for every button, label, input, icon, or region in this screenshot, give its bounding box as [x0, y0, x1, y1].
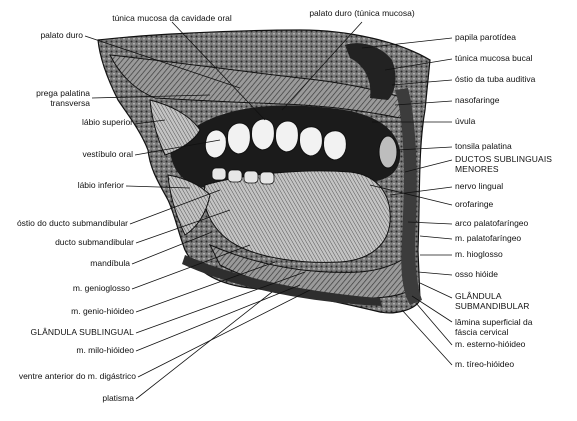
leader-line: [125, 185, 191, 189]
leader-line: [135, 284, 301, 352]
palatine-tonsil: [378, 135, 398, 169]
label-vestibulo-oral: vestíbulo oral: [82, 149, 133, 159]
label-palato-duro: palato duro: [40, 30, 83, 40]
leader-line: [417, 271, 453, 276]
leader-line: [84, 35, 241, 89]
tooth: [299, 126, 323, 157]
label-mandibula: mandíbula: [90, 258, 130, 268]
leader-line: [419, 282, 453, 299]
label-arco-palatofaringeo: arco palatofaríngeo: [455, 218, 529, 228]
label-labio-inferior: lábio inferior: [77, 180, 124, 190]
label-ostio-ducto-submandibular: óstio do ducto submandibular: [16, 218, 128, 228]
lower-teeth: [211, 167, 275, 185]
label-ventre-anterior-m-digastrico: ventre anterior do m. digástrico: [18, 371, 136, 381]
tooth: [204, 129, 227, 159]
label-m-tireo-hioideo: m. tíreo-hióideo: [455, 359, 515, 369]
leader-line: [131, 244, 251, 290]
tooth: [227, 169, 243, 183]
leader-line: [404, 159, 453, 173]
head-outline: [97, 29, 431, 314]
leader-line: [129, 189, 221, 225]
leader-line: [281, 21, 363, 111]
tooth: [211, 167, 227, 181]
label-m-genioglosso: m. genioglosso: [72, 283, 130, 293]
label-tunica-mucosa-bucal: túnica mucosa bucal: [455, 53, 533, 63]
label-nervo-lingual: nervo lingual: [455, 181, 504, 191]
tongue: [203, 170, 391, 263]
label-m-genio-hioideo: m. genio-hióideo: [71, 306, 134, 316]
leader-lines: [84, 21, 453, 400]
leader-line: [391, 79, 453, 86]
upper-lip: [149, 99, 201, 156]
label-prega-palatina-transversa: prega palatina transversa: [36, 88, 90, 108]
upper-teeth: [204, 118, 347, 161]
label-nasofaringe: nasofaringe: [455, 95, 500, 105]
label-m-esterno-hioideo: m. esterno-hióideo: [455, 339, 526, 349]
label-labio-superior: lábio superior: [81, 117, 133, 127]
leader-line: [134, 119, 166, 125]
leader-line: [171, 21, 266, 121]
label-glandula-sublingual: GLÂNDULA SUBLINGUAL: [30, 327, 134, 337]
pharynx: [395, 88, 422, 305]
label-m-hioglosso: m. hioglosso: [455, 249, 503, 259]
leader-line: [135, 209, 231, 244]
leader-line: [384, 58, 453, 71]
leader-line: [135, 291, 273, 400]
leader-line: [394, 100, 453, 106]
leader-line: [389, 186, 453, 196]
leader-line: [401, 309, 453, 366]
label-ducto-submandibular: ducto submandibular: [55, 237, 134, 247]
label-platisma: platisma: [102, 393, 134, 403]
leader-line: [135, 271, 306, 334]
leader-line: [135, 261, 276, 313]
lower-lip: [167, 174, 211, 236]
leader-line: [131, 231, 213, 265]
tooth: [251, 118, 275, 151]
tooth: [259, 171, 275, 185]
leader-line: [415, 302, 453, 346]
tooth: [275, 120, 299, 153]
label-orofaringe: orofaringe: [455, 199, 494, 209]
mandible-band: [182, 255, 382, 306]
label-palato-duro-tunica-mucosa: palato duro (túnica mucosa): [309, 8, 415, 18]
tooth: [323, 130, 347, 161]
label-ductos-sublinguais-menores: DUCTOS SUBLINGUAIS MENORES: [455, 154, 553, 174]
label-tunica-mucosa-cavidade-oral: túnica mucosa da cavidade oral: [112, 13, 232, 23]
label-tonsila-palatina: tonsila palatina: [455, 141, 512, 151]
leader-line: [419, 235, 453, 240]
label-uvula: úvula: [455, 116, 476, 126]
hard-palate: [109, 54, 411, 119]
label-m-milo-hioideo: m. milo-hióideo: [76, 345, 134, 355]
tooth: [243, 170, 259, 184]
leader-line: [137, 289, 311, 378]
label-papila-parotidea: papila parotídea: [455, 32, 516, 42]
leader-line: [411, 295, 453, 323]
label-osso-hioide: osso hióide: [455, 269, 499, 279]
leader-line: [369, 184, 453, 206]
label-lamina-superficial-fascia-cervical: lâmina superficial da fáscia cervical: [455, 317, 533, 337]
leader-line: [361, 37, 453, 49]
label-m-palatofaringeo: m. palatofaríngeo: [455, 233, 522, 243]
leader-line: [396, 146, 453, 151]
leader-line: [134, 139, 221, 156]
nasopharynx-shape: [345, 43, 396, 100]
leader-line: [91, 94, 211, 99]
leader-line: [407, 221, 453, 225]
tooth: [227, 122, 251, 155]
label-ostio-tuba-auditiva: óstio da tuba auditiva: [455, 74, 536, 84]
label-glandula-submandibular: GLÂNDULA SUBMANDIBULAR: [455, 291, 530, 311]
